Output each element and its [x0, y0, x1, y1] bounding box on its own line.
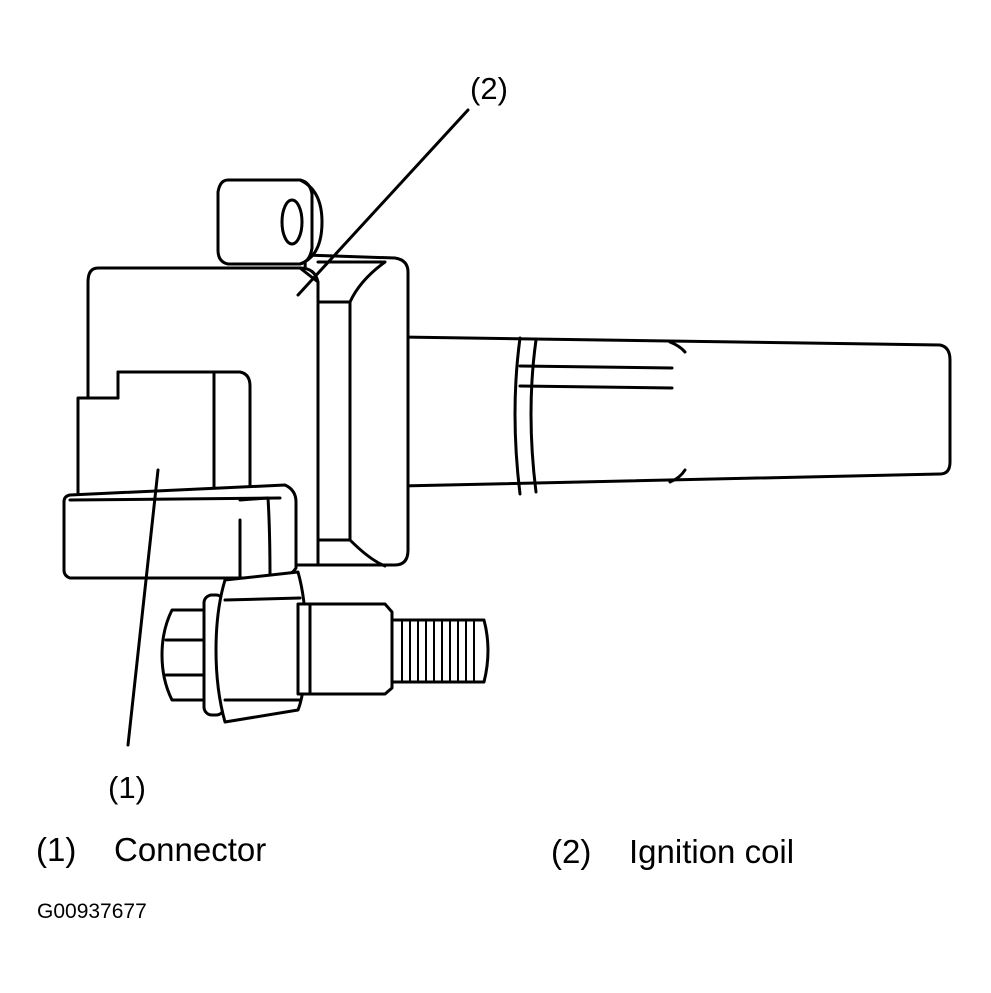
leader-line-connector: [126, 468, 160, 747]
coil-boot-tube: [398, 335, 952, 496]
callout-connector: (1): [108, 770, 146, 805]
figure-code: G00937677: [37, 900, 147, 923]
legend-label: Ignition coil: [629, 833, 795, 870]
legend-label: Connector: [114, 831, 267, 868]
legend-item-ignition-coil: (2) Ignition coil: [551, 835, 794, 868]
mounting-eyelet: [216, 178, 324, 266]
legend-number: (1): [36, 831, 77, 868]
legend-number: (2): [551, 833, 592, 870]
callout-ignition-coil: (2): [470, 71, 508, 106]
legend-item-connector: (1) Connector: [36, 833, 266, 866]
connector: [62, 370, 298, 580]
coil-flange: [303, 253, 410, 568]
mounting-bolt: [160, 570, 490, 724]
leader-line-coil: [296, 108, 470, 297]
bolt-thread: [401, 620, 475, 682]
